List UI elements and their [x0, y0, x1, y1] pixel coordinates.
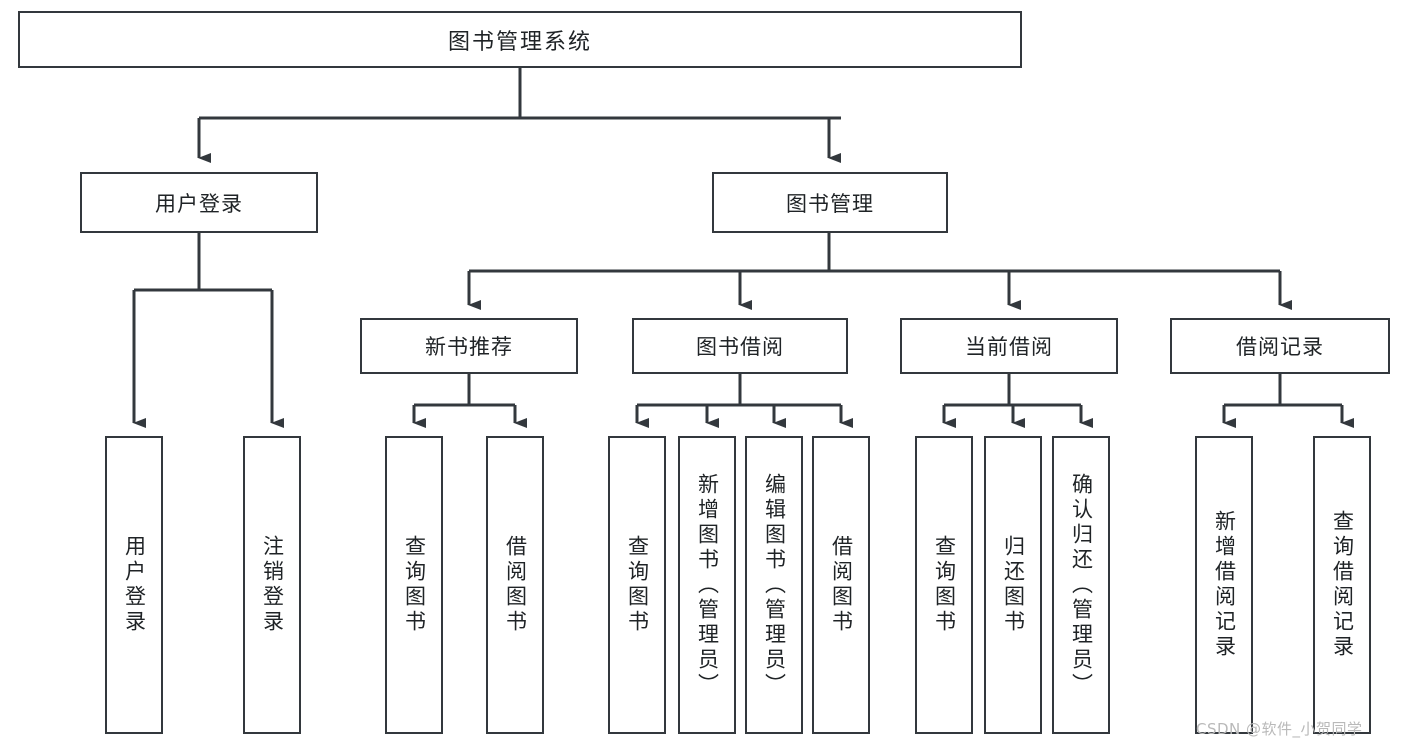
node-leaf-return-book-label: 归还图书	[1001, 535, 1026, 635]
node-leaf-borrow-book-2[interactable]: 借阅图书	[812, 436, 870, 734]
node-current-borrow[interactable]: 当前借阅	[900, 318, 1118, 374]
node-book-borrow-label: 图书借阅	[696, 335, 784, 359]
node-leaf-add-record-label: 新增借阅记录	[1212, 510, 1237, 660]
node-leaf-confirm-return-label: 确认归还（管理员）	[1069, 472, 1094, 698]
node-user-login-label: 用户登录	[155, 191, 243, 216]
node-leaf-borrow-book-1-label: 借阅图书	[503, 535, 528, 635]
node-borrow-record-label: 借阅记录	[1236, 335, 1324, 359]
node-book-borrow[interactable]: 图书借阅	[632, 318, 848, 374]
node-leaf-query-book-1[interactable]: 查询图书	[385, 436, 443, 734]
node-leaf-user-login-label: 用户登录	[122, 535, 147, 635]
node-book-manage-label: 图书管理	[786, 191, 874, 216]
node-leaf-borrow-book-2-label: 借阅图书	[829, 535, 854, 635]
node-root-label: 图书管理系统	[447, 29, 592, 55]
node-leaf-edit-book[interactable]: 编辑图书（管理员）	[745, 436, 803, 734]
node-book-manage[interactable]: 图书管理	[712, 172, 948, 233]
node-leaf-confirm-return[interactable]: 确认归还（管理员）	[1052, 436, 1110, 734]
node-leaf-query-book-3-label: 查询图书	[932, 535, 957, 635]
node-current-borrow-label: 当前借阅	[965, 335, 1053, 359]
node-leaf-user-logout-label: 注销登录	[260, 535, 285, 635]
node-leaf-query-book-2-label: 查询图书	[625, 535, 650, 635]
node-leaf-return-book[interactable]: 归还图书	[984, 436, 1042, 734]
node-leaf-add-book[interactable]: 新增图书（管理员）	[678, 436, 736, 734]
node-leaf-query-record[interactable]: 查询借阅记录	[1313, 436, 1371, 734]
node-leaf-query-record-label: 查询借阅记录	[1330, 510, 1355, 660]
node-borrow-record[interactable]: 借阅记录	[1170, 318, 1390, 374]
node-leaf-add-record[interactable]: 新增借阅记录	[1195, 436, 1253, 734]
node-leaf-query-book-2[interactable]: 查询图书	[608, 436, 666, 734]
node-leaf-edit-book-label: 编辑图书（管理员）	[762, 472, 787, 698]
node-user-login[interactable]: 用户登录	[80, 172, 318, 233]
node-new-book-recommend-label: 新书推荐	[425, 335, 513, 359]
node-leaf-add-book-label: 新增图书（管理员）	[695, 472, 720, 698]
node-leaf-query-book-1-label: 查询图书	[402, 535, 427, 635]
node-leaf-query-book-3[interactable]: 查询图书	[915, 436, 973, 734]
node-root[interactable]: 图书管理系统	[18, 11, 1022, 68]
node-leaf-user-login[interactable]: 用户登录	[105, 436, 163, 734]
node-leaf-user-logout[interactable]: 注销登录	[243, 436, 301, 734]
node-new-book-recommend[interactable]: 新书推荐	[360, 318, 578, 374]
node-leaf-borrow-book-1[interactable]: 借阅图书	[486, 436, 544, 734]
